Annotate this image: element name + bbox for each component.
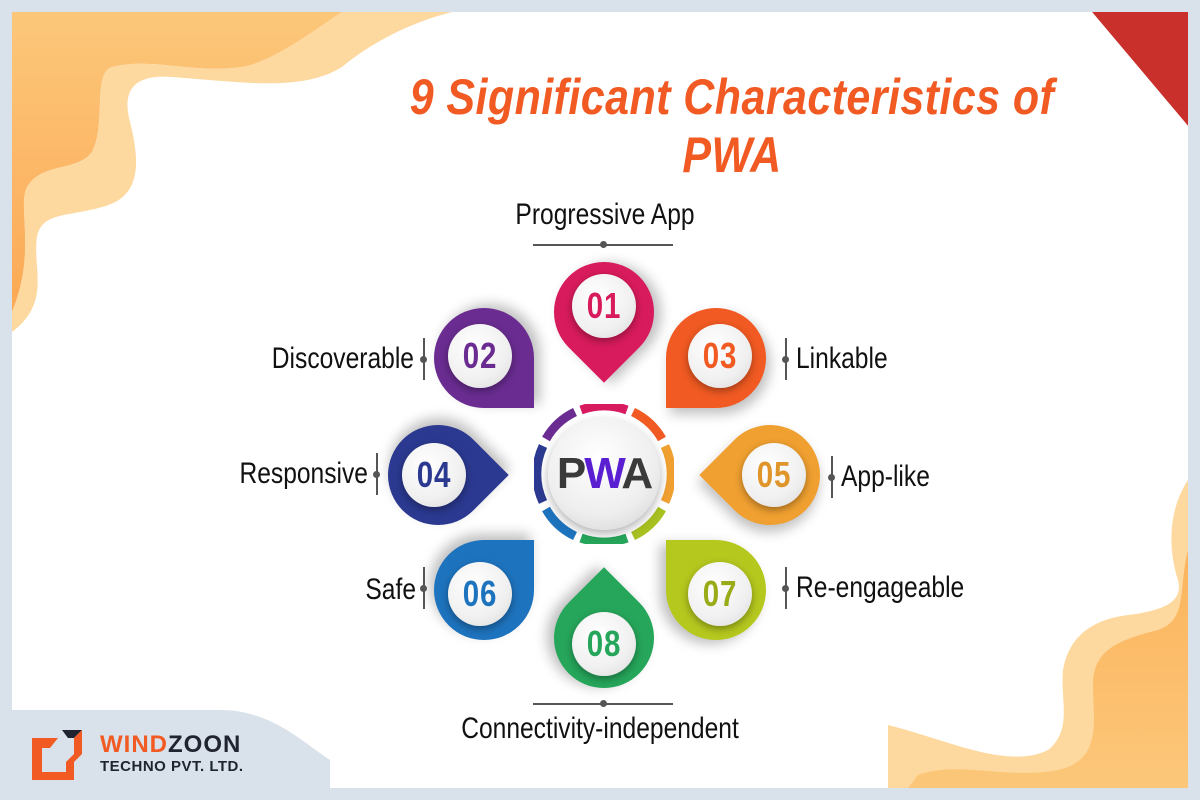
pin-04: 04 [367,404,509,546]
page-title: 9 Significant Characteristics of PWA [371,68,1093,184]
label-safe: Safe [365,573,416,606]
pin-number-disc: 03 [688,324,752,388]
connector-connectivity-independent [533,700,673,706]
pin-06: 06 [434,540,534,640]
pin-02: 02 [434,308,534,408]
pin-01: 01 [533,241,675,383]
pin-03: 03 [666,308,766,408]
label-responsive: Responsive [239,457,368,490]
label-discoverable: Discoverable [271,342,414,375]
windzoon-mark-icon [32,730,82,780]
pin-number-disc: 07 [688,562,752,626]
pin-number-disc: 05 [742,443,806,507]
connector-safe [420,567,426,609]
brand-name: WINDZOON [100,730,242,758]
brand-logo: WINDZOON TECHNO PVT. LTD. [28,724,244,782]
title-line-1: 9 Significant Characteristics of [409,69,1055,125]
hub-center-disc: PWA [548,418,660,530]
connector-discoverable [420,338,426,380]
pin-number-disc: 04 [402,443,466,507]
pin-number: 03 [702,335,738,376]
label-progressive-app: Progressive App [515,198,695,231]
label-connectivity-independent: Connectivity-independent [461,712,739,745]
pin-07: 07 [666,540,766,640]
pwa-logo: PWA [556,449,653,498]
title-line-2: PWA [682,127,782,183]
wave-decoration-bottom-right [888,480,1188,788]
pin-number: 06 [462,573,498,614]
connector-responsive [373,453,379,495]
pin-number-disc: 06 [448,562,512,626]
pin-number-disc: 08 [572,612,636,676]
label-linkable: Linkable [796,342,888,375]
wave-decoration-top-left [12,12,452,332]
pin-number: 08 [586,623,622,664]
pin-number: 02 [462,335,498,376]
red-corner-decoration [1092,12,1188,126]
brand-text: WINDZOON TECHNO PVT. LTD. [100,730,244,775]
pwa-hub: PWA [534,404,674,544]
pin-number: 07 [702,573,738,614]
connector-progressive-app [533,241,673,247]
label-app-like: App-like [841,460,930,493]
connector-re-engageable [782,567,788,609]
pin-05: 05 [699,404,841,546]
frame-tint-bottom-left [0,710,330,800]
connector-app-like [828,456,834,498]
pin-number-disc: 02 [448,324,512,388]
pin-number: 04 [416,454,452,495]
hub-color-ring [534,404,674,544]
pin-number: 05 [756,454,792,495]
label-re-engageable: Re-engageable [796,571,965,604]
connector-linkable [782,338,788,380]
pin-08: 08 [533,567,675,709]
pin-number: 01 [586,285,622,326]
brand-subtitle: TECHNO PVT. LTD. [100,757,244,775]
pin-number-disc: 01 [572,274,636,338]
